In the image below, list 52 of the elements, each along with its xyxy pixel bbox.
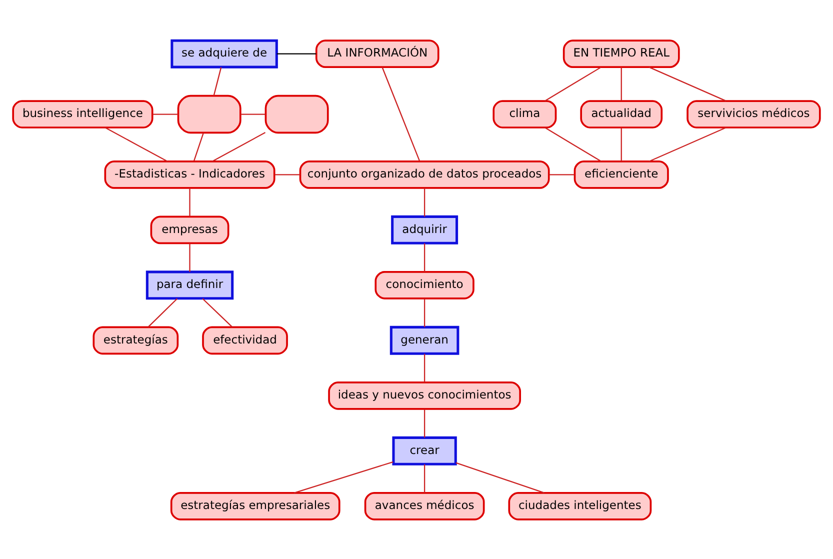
connector	[424, 298, 426, 327]
connector	[620, 66, 622, 100]
connector	[294, 460, 394, 493]
connector	[105, 126, 168, 162]
connector	[424, 464, 426, 492]
node-box: eficienciente	[574, 160, 669, 188]
node-box: business intelligence	[12, 100, 154, 128]
node-box: efectividad	[202, 326, 288, 354]
node-box: ciudades inteligentes	[508, 492, 652, 520]
node-box: empresas	[150, 215, 230, 244]
node-box: LA INFORMACIÓN	[315, 39, 440, 68]
connector	[549, 174, 575, 175]
node-box: -Estadisticas - Indicadores	[104, 160, 276, 188]
connector	[424, 353, 426, 382]
node-box: adquirir	[391, 214, 458, 244]
node-box: ideas y nuevos conocimientos	[328, 381, 521, 410]
node-box: estrategías	[92, 326, 179, 354]
node-box: servivicios médicos	[686, 100, 821, 128]
node-box: generan	[390, 325, 460, 354]
connector	[620, 127, 622, 161]
node-box	[264, 94, 329, 134]
connector	[648, 126, 726, 162]
connector	[240, 113, 266, 114]
connector	[212, 132, 266, 162]
connector	[424, 408, 426, 438]
connector	[276, 52, 316, 54]
connector	[424, 188, 426, 216]
connector	[213, 66, 222, 96]
connector	[189, 242, 190, 272]
connector	[148, 298, 178, 327]
connector	[544, 126, 602, 162]
node-box: conjunto organizado de datos proceados	[299, 160, 550, 188]
connector	[202, 298, 233, 327]
node-box: se adquiere de	[170, 38, 278, 68]
connector	[382, 66, 420, 161]
node-box: crear	[392, 436, 457, 465]
connector	[189, 188, 190, 216]
node-box: conocimiento	[374, 270, 474, 299]
node-box: actualidad	[580, 100, 663, 128]
connector	[274, 174, 300, 175]
connector	[544, 66, 602, 101]
connector	[152, 113, 178, 114]
node-box: para definir	[146, 270, 234, 300]
node-box: estrategías empresariales	[170, 492, 340, 520]
connector	[424, 242, 426, 272]
connector	[193, 132, 204, 161]
node-box: avances médicos	[364, 492, 485, 520]
node-box: EN TIEMPO REAL	[562, 39, 680, 68]
node-box: clima	[492, 100, 557, 128]
connector	[648, 66, 726, 101]
node-box	[177, 94, 242, 134]
connector	[456, 462, 544, 493]
